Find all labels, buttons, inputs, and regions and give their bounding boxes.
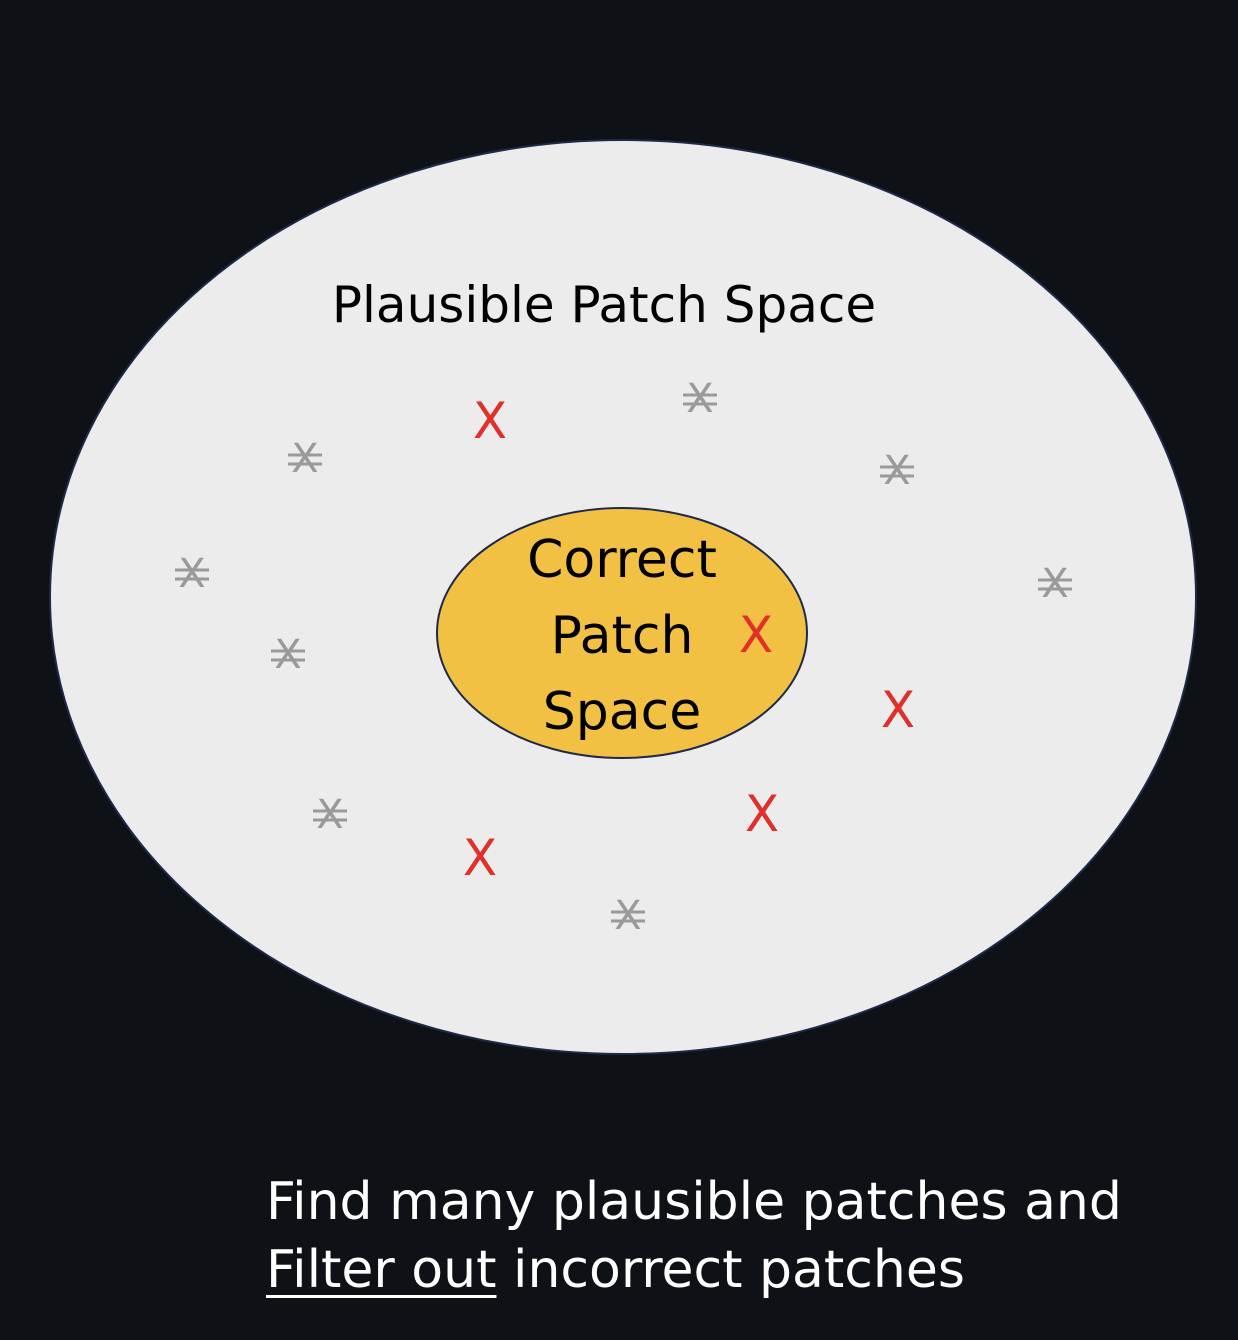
filtered-patch-mark: X xyxy=(880,448,914,494)
correct-patch-space-label-line-2: Patch xyxy=(551,606,694,666)
plausible-patch-space-label: Plausible Patch Space xyxy=(332,276,876,334)
incorrect-patch-marks: X X X X X xyxy=(463,392,915,887)
filtered-patch-mark-symbol: X xyxy=(178,551,205,597)
filtered-patch-mark-symbol: X xyxy=(686,376,713,422)
caption-line-1: Find many plausible patches and xyxy=(266,1172,1122,1232)
filter-out-emphasis: Filter out xyxy=(266,1240,497,1300)
incorrect-patch-mark: X xyxy=(463,829,497,887)
caption: Find many plausible patches and Filter o… xyxy=(266,1168,1206,1304)
incorrect-patch-mark: X xyxy=(473,392,507,450)
filtered-patch-mark: X xyxy=(288,436,322,482)
incorrect-patch-mark: X xyxy=(745,785,779,843)
incorrect-patch-mark: X xyxy=(739,606,773,664)
filtered-patch-mark: X xyxy=(313,792,347,838)
patch-space-diagram: Plausible Patch Space Correct Patch Spac… xyxy=(49,139,1197,1055)
filtered-patch-mark: X xyxy=(1038,561,1072,607)
filtered-patch-marks: X X X X X X X X xyxy=(175,376,1072,939)
filtered-patch-mark-symbol: X xyxy=(614,893,641,939)
correct-patch-space-label-line-3: Space xyxy=(543,682,701,742)
filtered-patch-mark-symbol: X xyxy=(1041,561,1068,607)
correct-patch-space-label-line-1: Correct xyxy=(527,530,717,590)
filtered-patch-mark-symbol: X xyxy=(291,436,318,482)
filtered-patch-mark: X xyxy=(271,632,305,678)
caption-line-2-rest: incorrect patches xyxy=(496,1240,965,1300)
filtered-patch-mark-symbol: X xyxy=(883,448,910,494)
filtered-patch-mark: X xyxy=(683,376,717,422)
incorrect-patch-mark: X xyxy=(881,681,915,739)
filtered-patch-mark-symbol: X xyxy=(316,792,343,838)
filtered-patch-mark-symbol: X xyxy=(274,632,301,678)
filtered-patch-mark: X xyxy=(175,551,209,597)
caption-line-2: Filter out incorrect patches xyxy=(266,1236,1206,1304)
correct-patch-space-ellipse xyxy=(436,507,808,759)
filtered-patch-mark: X xyxy=(611,893,645,939)
